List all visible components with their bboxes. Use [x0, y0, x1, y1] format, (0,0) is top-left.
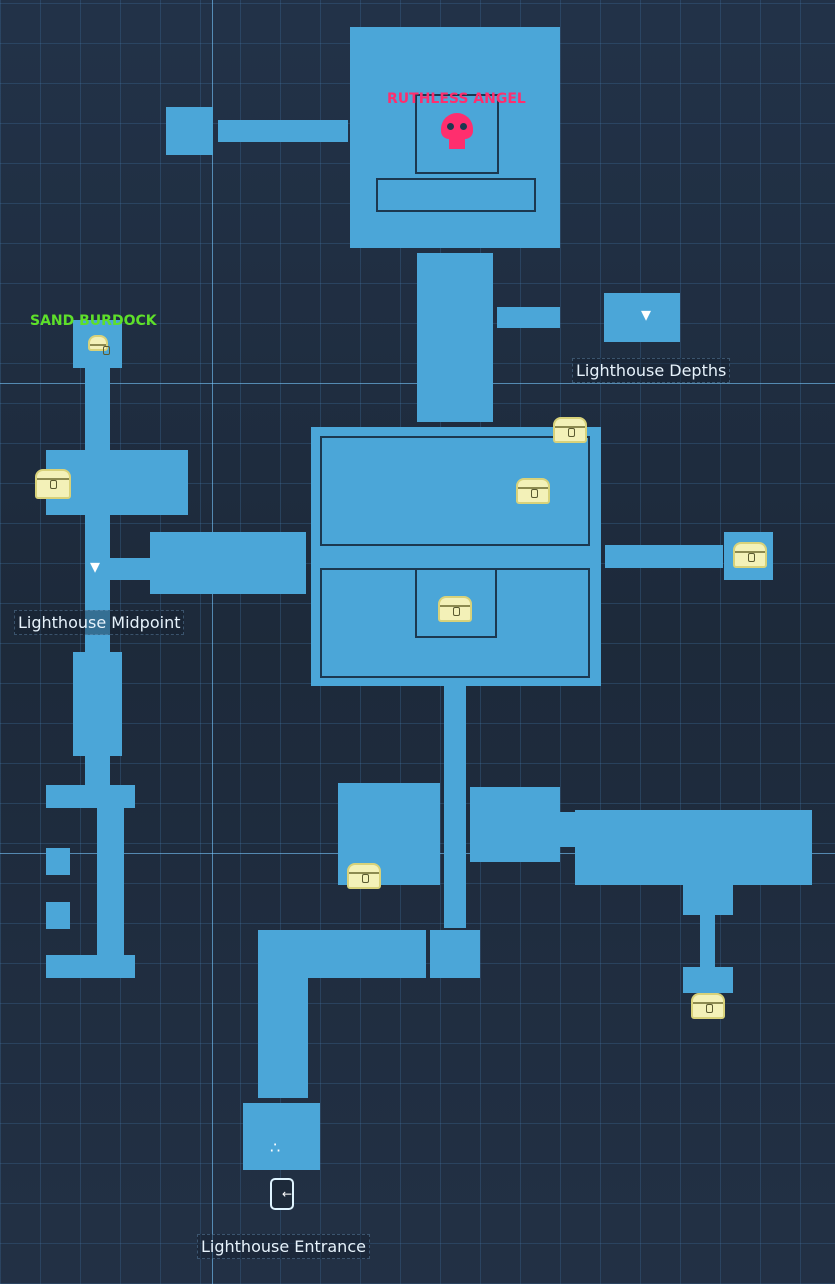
corridor [110, 558, 152, 580]
room [150, 532, 306, 594]
location-label-midpoint: Lighthouse Midpoint [14, 610, 185, 635]
chest-icon[interactable] [438, 596, 472, 622]
corridor [444, 686, 466, 928]
chest-icon[interactable] [347, 863, 381, 889]
chest-icon[interactable] [553, 417, 587, 443]
room [683, 885, 733, 915]
room [604, 293, 680, 342]
corridor [85, 756, 110, 786]
entrance-room [243, 1103, 320, 1170]
wall [320, 436, 590, 546]
location-label-entrance: Lighthouse Entrance [197, 1234, 370, 1259]
boss-name: RUTHLESS ANGEL [387, 91, 526, 107]
chest-icon[interactable] [691, 993, 725, 1019]
corridor [85, 515, 110, 652]
corridor [97, 808, 124, 956]
party-icon: ∴ [270, 1138, 281, 1157]
location-label-depths: Lighthouse Depths [572, 358, 731, 383]
corridor [85, 368, 110, 450]
corridor [218, 120, 348, 142]
room [166, 107, 213, 155]
npc-name: SAND BURDOCK [30, 313, 157, 329]
waypoint-icon[interactable]: ▾ [641, 302, 652, 326]
room [46, 902, 70, 929]
chest-icon[interactable] [35, 469, 71, 499]
wall [415, 568, 497, 638]
room [73, 652, 122, 756]
corridor [258, 930, 308, 1098]
waypoint-icon[interactable]: ▾ [90, 554, 101, 578]
central-hall [311, 427, 601, 686]
room [683, 967, 733, 993]
chest-icon[interactable] [733, 542, 767, 568]
chest-icon[interactable] [88, 335, 110, 355]
skull-icon[interactable] [441, 113, 473, 149]
room [46, 785, 135, 808]
guide-line [212, 0, 213, 1284]
chest-icon[interactable] [516, 478, 550, 504]
corridor [497, 307, 560, 328]
exit-icon[interactable]: ← [270, 1178, 294, 1210]
room [46, 848, 70, 875]
corridor [700, 915, 715, 967]
wall [376, 178, 536, 212]
room [470, 787, 560, 862]
corridor [605, 545, 723, 568]
corridor [417, 253, 493, 422]
room [575, 810, 812, 885]
room [430, 930, 480, 978]
boss-room-inner [415, 94, 499, 174]
room [46, 955, 135, 978]
